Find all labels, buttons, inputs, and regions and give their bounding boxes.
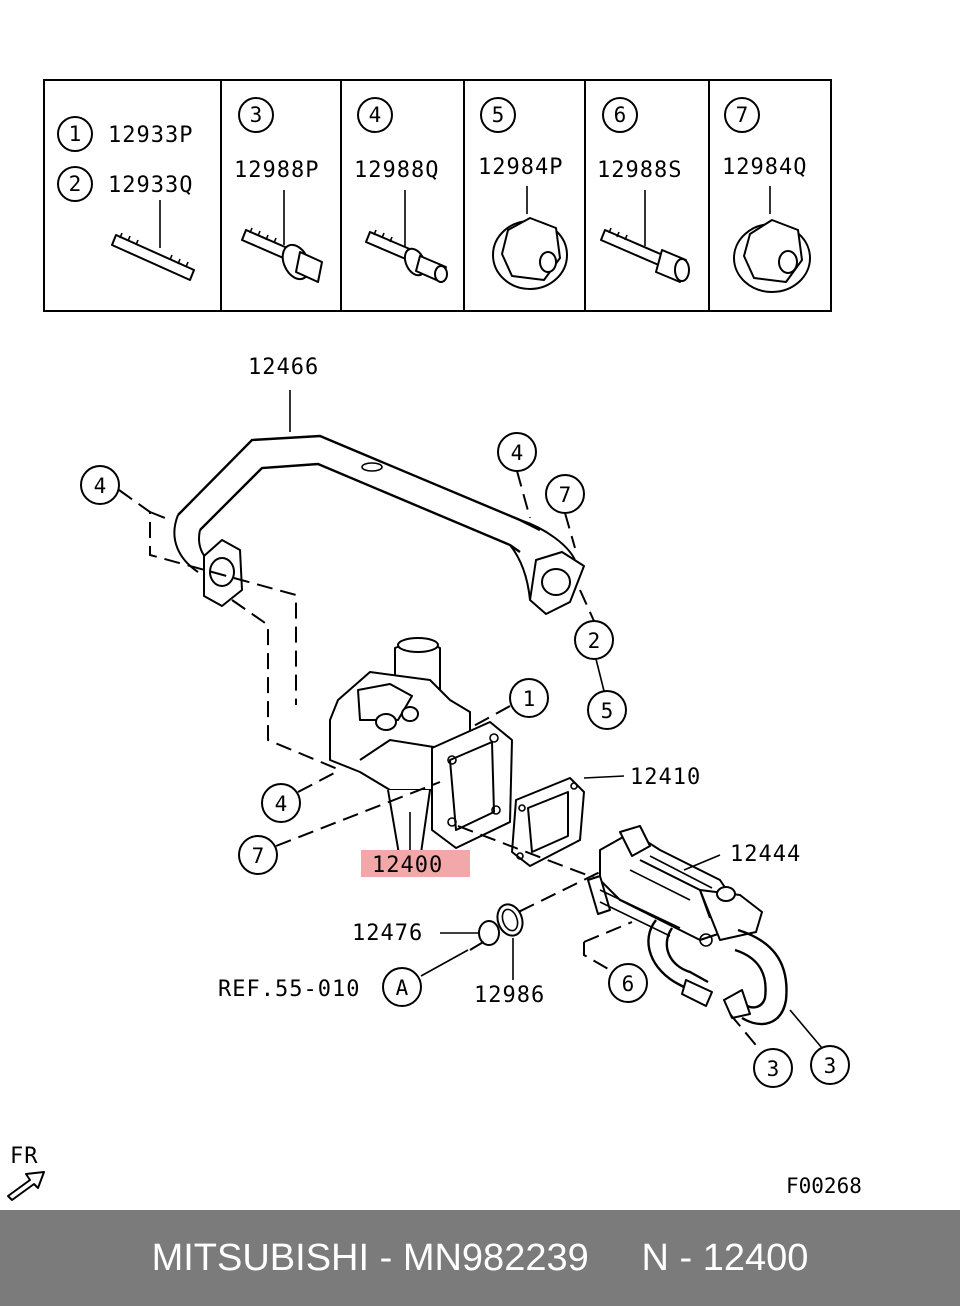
washer-bolt-icon: [365, 190, 448, 283]
label-ref: REF.55-010: [218, 977, 360, 1002]
label-front: FR: [10, 1144, 39, 1169]
callout-hose-3b: 3: [824, 1054, 837, 1078]
gasket-12410: 12410: [457, 765, 701, 881]
reference-callout: REF.55-010 A: [218, 937, 491, 1007]
callout-4: 4: [369, 103, 382, 127]
part-highlight: [361, 850, 470, 877]
pipe-callouts: 4 4 7 2 5: [80, 432, 627, 730]
callout-valve-7: 7: [252, 844, 265, 868]
label-12476: 12476: [352, 921, 423, 946]
flange-nut-icon: [492, 186, 568, 290]
footer-part-number: MITSUBISHI - MN982239 N - 12400: [151, 1236, 809, 1279]
front-arrow-icon: [7, 1171, 45, 1201]
callout-5: 5: [492, 103, 505, 127]
footer-bar: MITSUBISHI - MN982239 N - 12400: [0, 1210, 960, 1306]
part-12988Q: 12988Q: [354, 158, 439, 183]
part-12988S: 12988S: [597, 158, 682, 183]
callout-valve-4: 4: [275, 792, 288, 816]
callout-pipe-left-4: 4: [94, 474, 107, 498]
callout-3: 3: [250, 103, 263, 127]
valve-callouts: 1 4 7: [238, 678, 549, 875]
table-cell-6: 6 12988S: [597, 97, 690, 283]
table-cell-7: 7 12984Q: [722, 97, 811, 293]
plug-and-oring: 12476 12986: [352, 903, 545, 1008]
flange-bolt-icon: [241, 190, 323, 283]
table-cell-1-2: 1 12933P 2 12933Q: [57, 116, 195, 281]
egr-cooler-12444: 12444: [587, 825, 801, 1026]
label-12400: 12400: [372, 853, 443, 878]
callout-pipe-right-7: 7: [559, 483, 572, 507]
egr-valve-12400: 12400: [231, 599, 513, 878]
callout-hose-3a: 3: [767, 1057, 780, 1081]
part-12933P: 12933P: [108, 123, 193, 148]
figure-code: F00268: [786, 1174, 862, 1198]
cooler-callouts: 6 3 3: [497, 871, 850, 1088]
callout-pipe-right-4: 4: [511, 441, 524, 465]
table-cell-5: 5 12984P: [478, 97, 568, 290]
label-12444: 12444: [730, 842, 801, 867]
callout-valve-1: 1: [523, 687, 536, 711]
label-12466: 12466: [248, 355, 319, 380]
callout-1: 1: [69, 122, 82, 146]
label-12410: 12410: [630, 765, 701, 790]
part-12984Q: 12984Q: [722, 155, 807, 180]
part-12933Q: 12933Q: [108, 173, 193, 198]
callout-pipe-right-2: 2: [588, 629, 601, 653]
egr-pipe-12466: 12466: [173, 355, 585, 615]
flange-nut-icon-7: [733, 186, 811, 293]
exploded-parts-diagram: 1 12933P 2 12933Q 3 12988P: [7, 79, 862, 1201]
fastener-table: 1 12933P 2 12933Q 3 12988P: [43, 79, 832, 312]
callout-6: 6: [614, 103, 627, 127]
callout-cooler-6: 6: [622, 972, 635, 996]
table-cell-4: 4 12988Q: [354, 97, 448, 283]
label-12986: 12986: [474, 983, 545, 1008]
front-indicator: FR: [7, 1144, 45, 1201]
callout-ref-a: A: [396, 976, 409, 1000]
table-cell-3: 3 12988P: [234, 97, 323, 283]
stud-bolt-icon: [111, 200, 195, 281]
callout-2: 2: [69, 172, 82, 196]
callout-pipe-right-5: 5: [601, 699, 614, 723]
callout-7: 7: [736, 103, 749, 127]
socket-bolt-icon: [600, 190, 690, 283]
part-12988P: 12988P: [234, 158, 319, 183]
part-12984P: 12984P: [478, 155, 563, 180]
